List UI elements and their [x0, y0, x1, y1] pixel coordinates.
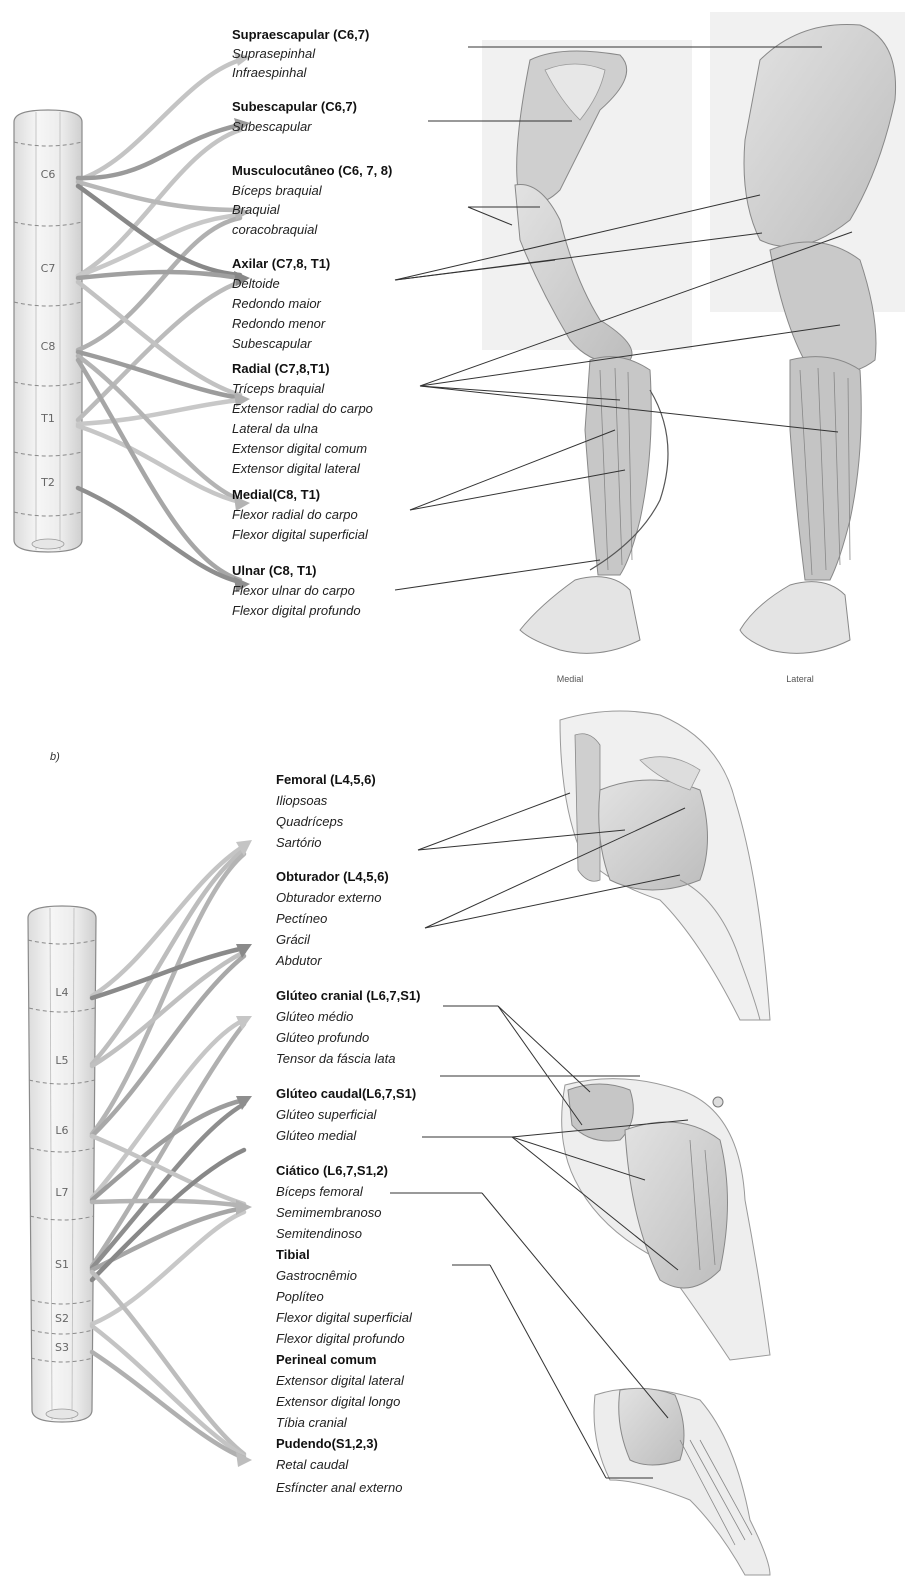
nerve-radial: Radial (C7,8,T1) Tríceps braquial Extens… — [232, 361, 373, 476]
nerve-gluteo-caudal: Glúteo caudal(L6,7,S1) Glúteo superficia… — [276, 1086, 416, 1143]
muscle-label: Extensor digital lateral — [276, 1373, 405, 1388]
segment-s2: S2 — [55, 1312, 69, 1325]
hindlimb-lower-leg-illustration — [594, 1388, 770, 1575]
muscle-label: Glúteo médio — [276, 1009, 353, 1024]
view-label-lateral: Lateral — [786, 674, 814, 684]
muscle-label: Flexor digital superficial — [232, 527, 369, 542]
hindlimb-medial-thigh-illustration — [560, 711, 770, 1020]
muscle-label: Flexor ulnar do carpo — [232, 583, 355, 598]
segment-c7: C7 — [41, 262, 56, 275]
nerve-name: Glúteo cranial (L6,7,S1) — [276, 988, 421, 1003]
segment-c8: C8 — [41, 340, 56, 353]
muscle-label: Semitendinoso — [276, 1226, 362, 1241]
segment-l7: L7 — [55, 1186, 68, 1199]
nerve-femoral: Femoral (L4,5,6) Iliopsoas Quadríceps Sa… — [276, 772, 376, 850]
muscle-label: Grácil — [276, 932, 311, 947]
muscle-label: Deltoide — [232, 276, 280, 291]
muscle-label: Sartório — [276, 835, 322, 850]
nerve-medial: Medial(C8, T1) Flexor radial do carpo Fl… — [232, 487, 369, 542]
nerve-musculocutaneo: Musculocutâneo (C6, 7, 8) Bíceps braquia… — [232, 163, 392, 237]
muscle-label: Subescapular — [232, 119, 312, 134]
hindlimb-lateral-hip-illustration — [562, 1079, 770, 1360]
muscle-label: Abdutor — [275, 953, 322, 968]
nerve-name: Ciático (L6,7,S1,2) — [276, 1163, 388, 1178]
nerve-name: Ulnar (C8, T1) — [232, 563, 317, 578]
muscle-label: Flexor digital superficial — [276, 1310, 413, 1325]
forelimb-nerve-labels: Supraescapular (C6,7) Suprasepinhal Infr… — [232, 27, 392, 618]
muscle-label: Retal caudal — [276, 1457, 349, 1472]
nerve-name: Pudendo(S1,2,3) — [276, 1436, 378, 1451]
segment-l4: L4 — [55, 986, 68, 999]
muscle-label: Glúteo profundo — [276, 1030, 369, 1045]
muscle-label: Esfíncter anal externo — [276, 1480, 402, 1495]
muscle-label: Semimembranoso — [276, 1205, 382, 1220]
muscle-label: coracobraquial — [232, 222, 318, 237]
muscle-label: Gastrocnêmio — [276, 1268, 357, 1283]
muscle-label: Tíbia cranial — [276, 1415, 348, 1430]
muscle-label: Obturador externo — [276, 890, 382, 905]
view-label-medial: Medial — [557, 674, 584, 684]
muscle-label: Flexor digital profundo — [232, 603, 361, 618]
muscle-label: Suprasepinhal — [232, 46, 316, 61]
muscle-label: Quadríceps — [276, 814, 344, 829]
muscle-label: Lateral da ulna — [232, 421, 318, 436]
nerve-name: Musculocutâneo (C6, 7, 8) — [232, 163, 392, 178]
muscle-label: Flexor radial do carpo — [232, 507, 358, 522]
nerve-name: Supraescapular (C6,7) — [232, 27, 369, 42]
muscle-label: Bíceps braquial — [232, 183, 323, 198]
segment-c6: C6 — [41, 168, 56, 181]
nerve-ulnar: Ulnar (C8, T1) Flexor ulnar do carpo Fle… — [232, 563, 361, 618]
nerve-supraescapular: Supraescapular (C6,7) Suprasepinhal Infr… — [232, 27, 369, 80]
muscle-label: Braquial — [232, 202, 281, 217]
nerve-name: Perineal comum — [276, 1352, 376, 1367]
nerve-obturador: Obturador (L4,5,6) Obturador externo Pec… — [275, 869, 389, 968]
nerve-name: Medial(C8, T1) — [232, 487, 320, 502]
segment-s1: S1 — [55, 1258, 69, 1271]
muscle-label: Extensor radial do carpo — [232, 401, 373, 416]
nerve-name: Glúteo caudal(L6,7,S1) — [276, 1086, 416, 1101]
nerve-name: Axilar (C7,8, T1) — [232, 256, 330, 271]
nerve-name: Subescapular (C6,7) — [232, 99, 357, 114]
segment-t1: T1 — [40, 412, 55, 425]
muscle-label: Extensor digital longo — [276, 1394, 400, 1409]
nerve-perineal-comum: Perineal comum Extensor digital lateral … — [276, 1352, 405, 1430]
nerve-name: Femoral (L4,5,6) — [276, 772, 376, 787]
hindlimb-nerve-arrows — [92, 846, 244, 1458]
nerve-name: Radial (C7,8,T1) — [232, 361, 330, 376]
muscle-label: Infraespinhal — [232, 65, 308, 80]
nerve-pudendo: Pudendo(S1,2,3) Retal caudal Esfíncter a… — [276, 1436, 402, 1495]
forelimb-lateral-illustration: Lateral — [710, 12, 905, 684]
nerve-tibial: Tibial Gastrocnêmio Poplíteo Flexor digi… — [276, 1247, 413, 1346]
muscle-label: Pectíneo — [276, 911, 327, 926]
muscle-label: Iliopsoas — [276, 793, 328, 808]
muscle-label: Bíceps femoral — [276, 1184, 364, 1199]
hindlimb-nerve-labels: Femoral (L4,5,6) Iliopsoas Quadríceps Sa… — [275, 772, 421, 1495]
muscle-label: Subescapular — [232, 336, 312, 351]
muscle-label: Extensor digital comum — [232, 441, 367, 456]
muscle-label: Redondo maior — [232, 296, 322, 311]
segment-t2: T2 — [40, 476, 55, 489]
nerve-gluteo-cranial: Glúteo cranial (L6,7,S1) Glúteo médio Gl… — [276, 988, 421, 1066]
muscle-label: Flexor digital profundo — [276, 1331, 405, 1346]
nerve-name: Obturador (L4,5,6) — [276, 869, 389, 884]
nerve-name: Tibial — [276, 1247, 310, 1262]
nerve-axilar: Axilar (C7,8, T1) Deltoide Redondo maior… — [232, 256, 330, 351]
forelimb-nerve-arrows — [78, 60, 240, 582]
segment-l6: L6 — [55, 1124, 68, 1137]
nerve-subescapular: Subescapular (C6,7) Subescapular — [232, 99, 357, 134]
segment-l5: L5 — [55, 1054, 68, 1067]
segment-s3: S3 — [55, 1341, 69, 1354]
muscle-label: Tríceps braquial — [232, 381, 325, 396]
muscle-label: Extensor digital lateral — [232, 461, 361, 476]
muscle-label: Glúteo medial — [276, 1128, 357, 1143]
nerve-ciatico: Ciático (L6,7,S1,2) Bíceps femoral Semim… — [276, 1163, 388, 1241]
muscle-label: Glúteo superficial — [276, 1107, 378, 1122]
panel-b-label: b) — [50, 751, 60, 763]
muscle-label: Redondo menor — [232, 316, 326, 331]
muscle-label: Tensor da fáscia lata — [276, 1051, 395, 1066]
muscle-label: Poplíteo — [276, 1289, 324, 1304]
